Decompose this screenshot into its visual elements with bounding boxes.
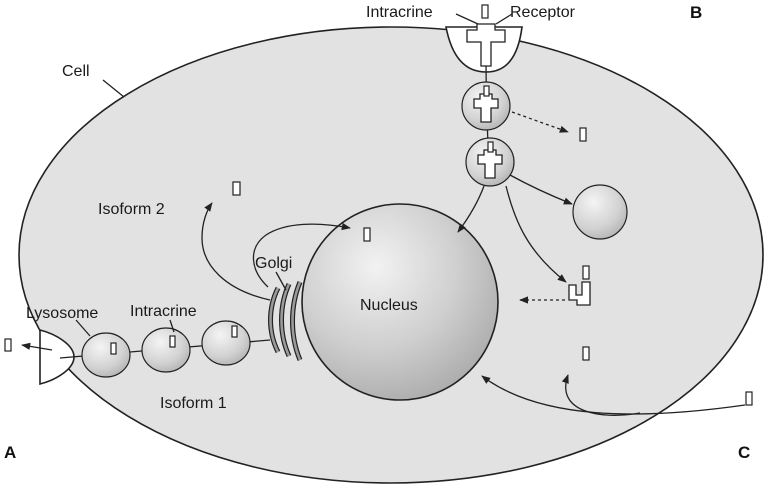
isoform2-label: Isoform 2 bbox=[98, 201, 165, 218]
pathway-c-branch-arrow bbox=[561, 374, 641, 416]
intracrine-molecule bbox=[582, 265, 590, 280]
intracrine-molecule bbox=[4, 338, 12, 352]
receptor-release-arrow bbox=[505, 185, 567, 283]
intracrine-left-label: Intracrine bbox=[130, 303, 197, 320]
intracrine-molecule bbox=[169, 335, 176, 348]
intracrine-molecule bbox=[487, 141, 494, 153]
corner-label-a: A bbox=[4, 443, 16, 462]
corner-label-b: B bbox=[690, 3, 702, 22]
corner-label-c: C bbox=[738, 443, 750, 462]
intracrine-molecule bbox=[483, 85, 490, 97]
dissociation-arrow bbox=[511, 111, 569, 133]
golgi-leader-line bbox=[275, 271, 287, 291]
receptor bbox=[568, 281, 591, 306]
cell-leader-line bbox=[102, 79, 125, 98]
isoform2-nuclear-arrow bbox=[252, 222, 351, 288]
intracrine-molecule bbox=[579, 127, 587, 142]
vesicle bbox=[141, 327, 191, 373]
receptor bbox=[477, 149, 503, 179]
golgi-label: Golgi bbox=[255, 255, 292, 272]
isoform2-secretion-arrow bbox=[201, 202, 271, 301]
isoform1-label: Isoform 1 bbox=[160, 395, 227, 412]
cell-label: Cell bbox=[62, 63, 90, 80]
intracrine-top-label: Intracrine bbox=[366, 4, 433, 21]
intracrine-molecule bbox=[232, 181, 241, 196]
receptor-label: Receptor bbox=[510, 4, 576, 21]
intracrine-molecule bbox=[745, 391, 753, 406]
intracrine-molecule bbox=[363, 227, 371, 242]
nucleus-label: Nucleus bbox=[360, 297, 418, 314]
intracrine-molecule bbox=[582, 346, 590, 361]
intracrine-molecule bbox=[110, 342, 117, 355]
intracrine-left-leader-line bbox=[169, 319, 175, 333]
degradation-vesicle bbox=[572, 184, 628, 240]
to-lysosome-arrow bbox=[509, 174, 573, 205]
secretion-arrow bbox=[21, 342, 53, 351]
lysosome-label: Lysosome bbox=[26, 305, 98, 322]
pathway-c-arrow bbox=[481, 375, 746, 415]
golgi-apparatus bbox=[268, 281, 303, 361]
receptor bbox=[466, 23, 506, 67]
nucleus bbox=[301, 203, 499, 401]
lysosome-vesicle bbox=[81, 332, 131, 378]
intracrine-molecule bbox=[231, 325, 238, 338]
intracrine-top-leader-line bbox=[455, 13, 479, 25]
intracrine-molecule bbox=[481, 4, 489, 19]
vesicle bbox=[201, 320, 251, 366]
receptor bbox=[473, 93, 499, 123]
to-nucleus-arrow bbox=[457, 185, 485, 233]
receptor-leader-line bbox=[495, 13, 513, 25]
lysosome-leader-line bbox=[75, 319, 91, 337]
